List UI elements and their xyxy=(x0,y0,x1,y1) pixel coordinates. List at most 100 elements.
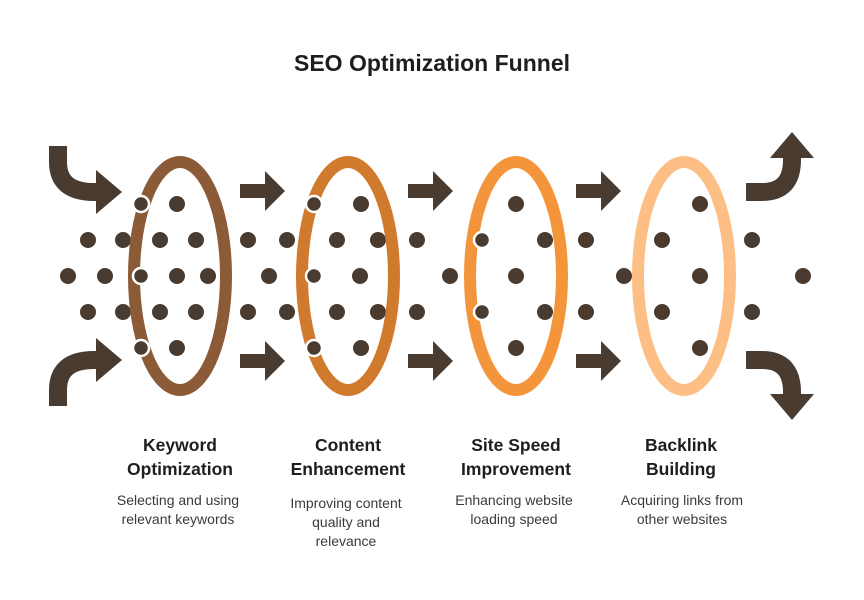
particle-dot xyxy=(744,232,760,248)
stage-desc-line: other websites xyxy=(636,511,728,527)
stage-backlink-building-title: Backlink Building xyxy=(606,433,756,481)
diagram-title: SEO Optimization Funnel xyxy=(294,50,570,76)
stage-title-line: Optimization xyxy=(127,459,233,479)
stage-content-enhancement-title: Content Enhancement xyxy=(273,433,423,481)
curved-arrow xyxy=(746,156,801,201)
stage-title-line: Building xyxy=(646,459,716,479)
particle-dot xyxy=(152,304,168,320)
particle-dot xyxy=(115,304,131,320)
particle-dot xyxy=(304,338,324,358)
particle-dot xyxy=(279,304,295,320)
particle-dot xyxy=(692,340,708,356)
funnel-ring-2 xyxy=(296,156,400,396)
stage-title-line: Backlink xyxy=(645,435,717,455)
flow-arrow xyxy=(576,171,621,211)
particle-dot xyxy=(409,304,425,320)
particle-dot xyxy=(578,304,594,320)
funnel-ring-3 xyxy=(464,156,568,396)
particle-dot xyxy=(654,232,670,248)
particle-dot xyxy=(80,232,96,248)
particle-dot xyxy=(329,232,345,248)
stage-title-line: Keyword xyxy=(143,435,217,455)
particle-dot xyxy=(131,194,151,214)
particle-dot xyxy=(97,268,113,284)
particle-dot xyxy=(370,304,386,320)
stage-backlink-building-description: Acquiring links from other websites xyxy=(607,491,757,529)
stage-desc-line: loading speed xyxy=(470,511,558,527)
particle-dot xyxy=(329,304,345,320)
particle-dot xyxy=(352,268,368,284)
curved-arrow-head xyxy=(96,170,122,214)
particle-dot xyxy=(353,340,369,356)
stage-desc-line: quality and xyxy=(312,514,380,530)
flow-arrows xyxy=(49,132,814,420)
curved-arrow xyxy=(49,146,100,201)
particle-dot xyxy=(80,304,96,320)
curved-arrow-head xyxy=(770,394,814,420)
stage-title-line: Improvement xyxy=(461,459,571,479)
flow-arrow xyxy=(408,341,453,381)
particle-dot xyxy=(578,232,594,248)
stage-desc-line: Improving content xyxy=(290,495,402,511)
particle-dot xyxy=(508,340,524,356)
particle-dot xyxy=(508,196,524,212)
curved-arrow-head xyxy=(770,132,814,158)
particle-dot xyxy=(692,268,708,284)
stage-desc-line: Selecting and using xyxy=(116,492,240,508)
particle-dot xyxy=(188,232,204,248)
stage-title-line: Content xyxy=(314,435,382,455)
particle-dot xyxy=(537,232,553,248)
particle-dot xyxy=(795,268,811,284)
stage-keyword-optimization-description: Selecting and using relevant keywords xyxy=(103,491,253,529)
stage-title-line: Enhancement xyxy=(290,459,406,479)
particle-dot xyxy=(304,194,324,214)
particle-dot xyxy=(115,232,131,248)
particle-dot xyxy=(169,340,185,356)
particle-dot xyxy=(472,230,492,250)
stage-desc-line: relevant keywords xyxy=(121,511,235,527)
particle-dot xyxy=(353,196,369,212)
stage-desc-line: Acquiring links from xyxy=(620,492,744,508)
particle-dot xyxy=(409,232,425,248)
particle-dot xyxy=(442,268,458,284)
curved-arrow-head xyxy=(96,338,122,382)
particle-dot xyxy=(240,304,256,320)
particle-dot xyxy=(692,196,708,212)
stage-title-line: Site Speed xyxy=(471,435,561,455)
particle-dot xyxy=(472,302,492,322)
particle-dot xyxy=(744,304,760,320)
particle-dot xyxy=(131,266,151,286)
particle-dot xyxy=(200,268,216,284)
particle-dot xyxy=(131,338,151,358)
particle-dot xyxy=(537,304,553,320)
particle-dot xyxy=(616,268,632,284)
particle-dot xyxy=(60,268,76,284)
particle-dot xyxy=(508,268,524,284)
flow-arrow xyxy=(408,171,453,211)
flow-arrow xyxy=(240,341,285,381)
particle-dot xyxy=(654,304,670,320)
particle-dots xyxy=(60,196,811,356)
particle-dot xyxy=(240,232,256,248)
stage-desc-line: Enhancing website xyxy=(455,492,573,508)
funnel-rings xyxy=(128,156,736,396)
particle-dot xyxy=(169,196,185,212)
particle-dot xyxy=(261,268,277,284)
particle-dot xyxy=(188,304,204,320)
flow-arrow xyxy=(576,341,621,381)
stage-site-speed-improvement-title: Site Speed Improvement xyxy=(441,433,591,481)
curved-arrow xyxy=(746,351,801,396)
flow-arrow xyxy=(240,171,285,211)
funnel-ring-4 xyxy=(632,156,736,396)
stage-keyword-optimization-title: Keyword Optimization xyxy=(105,433,255,481)
particle-dot xyxy=(169,268,185,284)
particle-dot xyxy=(279,232,295,248)
stage-site-speed-improvement-description: Enhancing website loading speed xyxy=(439,491,589,529)
stage-desc-line: relevance xyxy=(315,533,377,549)
stage-content-enhancement-description: Improving content quality and relevance xyxy=(271,494,421,551)
particle-dot xyxy=(152,232,168,248)
particle-dot xyxy=(304,266,324,286)
curved-arrow xyxy=(49,351,100,406)
particle-dot xyxy=(370,232,386,248)
